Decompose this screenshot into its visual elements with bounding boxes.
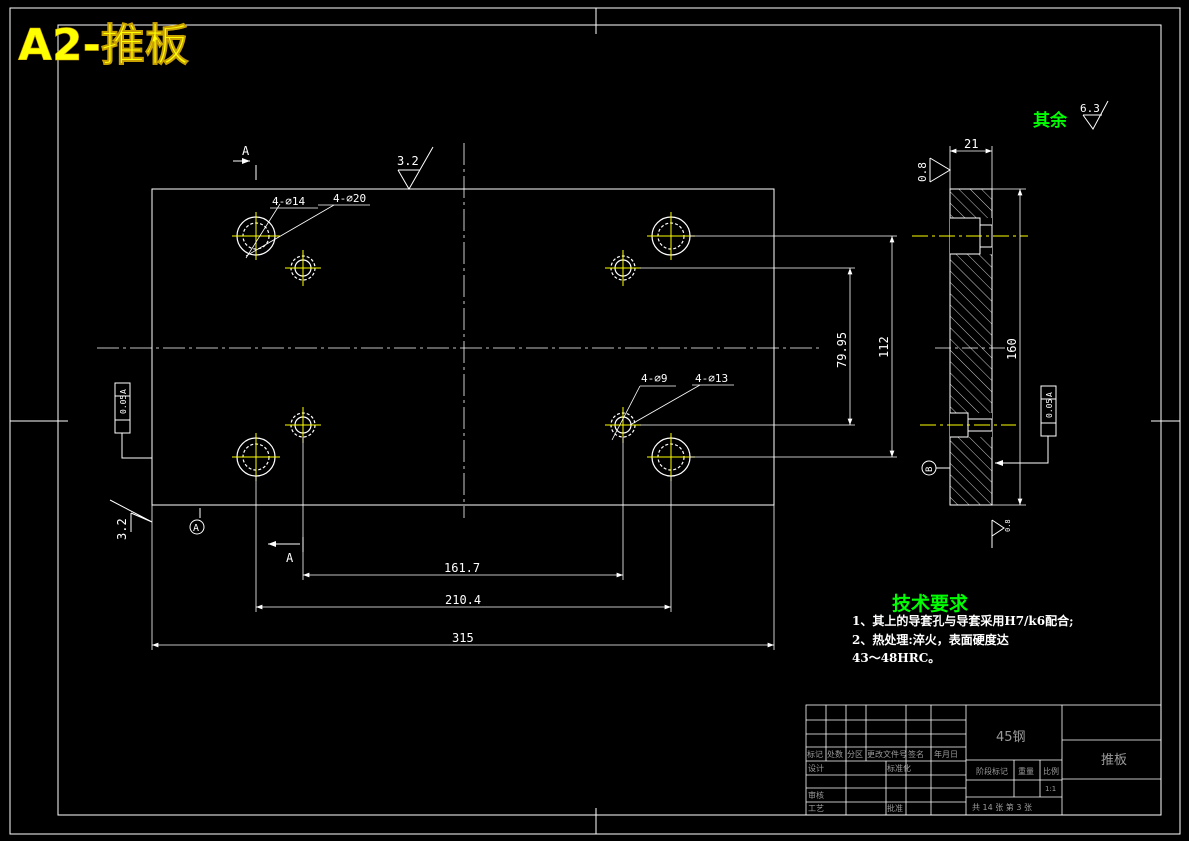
sheet-title: A2-推板	[18, 20, 189, 71]
roughness-side-top	[929, 157, 951, 183]
tb-part-name: 推板	[1101, 753, 1127, 768]
callout-hole-20: 4-∅20	[333, 192, 366, 205]
roughness-other-label: 其余	[1033, 110, 1068, 131]
hole-center-marks	[232, 212, 695, 481]
datum-a-symbol: A	[189, 519, 205, 535]
roughness-top-value: 3.2	[397, 154, 419, 168]
tech-line-1: 1、其上的导套孔与导套采用H7/k6配合;	[852, 613, 1074, 628]
roughness-left-value: 3.2	[115, 518, 129, 540]
tol-right-value: 0.05	[1045, 399, 1054, 418]
tol-left-value: 0.05	[119, 395, 128, 414]
tb-approve: 批准	[887, 803, 903, 813]
tb-label-count: 处数	[827, 749, 843, 759]
tech-line-2: 2、热处理:淬火，表面硬度达	[852, 632, 1009, 647]
tb-material: 45钢	[996, 730, 1026, 745]
tb-scale: 比例	[1043, 766, 1059, 776]
dim-21: 21	[964, 137, 978, 151]
callout-hole-14: 4-∅14	[272, 195, 305, 208]
tech-line-3: 43～48HRC。	[852, 651, 940, 665]
front-center-lines	[97, 143, 820, 518]
dim-160: 160	[1005, 338, 1019, 360]
datum-b-symbol: B	[921, 460, 950, 476]
title-block-text: 45钢 推板 标记 处数 分区 更改文件号 签名 年月日 设计 标准化 审核 工…	[807, 730, 1127, 813]
roughness-side-bottom	[991, 519, 1005, 548]
tb-label-sign: 签名	[908, 749, 924, 759]
svg-text:B: B	[925, 467, 935, 472]
sheet-border	[9, 7, 1181, 835]
roughness-top	[397, 146, 434, 191]
section-a-top: A	[242, 144, 250, 158]
callout-leaders	[245, 203, 734, 441]
tb-scale-value: 1:1	[1045, 785, 1056, 793]
roughness-other-symbol	[1082, 100, 1109, 130]
tol-left-datum: A	[119, 389, 128, 394]
callout-hole-13: 4-∅13	[695, 372, 728, 385]
tb-weight: 重量	[1018, 766, 1034, 776]
svg-text:A: A	[193, 523, 199, 534]
dim-161-7: 161.7	[444, 561, 480, 575]
tol-right-datum: A	[1045, 392, 1054, 397]
plate-outline	[151, 188, 775, 506]
tb-sheets: 共 14 张 第 3 张	[972, 802, 1032, 812]
dim-79-95: 79.95	[835, 332, 849, 368]
tb-design: 设计	[808, 763, 824, 773]
tb-label-date: 年月日	[934, 749, 958, 759]
roughness-side-top-value: 0.8	[916, 162, 929, 182]
tb-label-zone: 分区	[847, 750, 863, 759]
tb-review: 审核	[808, 790, 824, 800]
front-view	[151, 188, 775, 506]
tb-standardize: 标准化	[887, 763, 911, 773]
side-dims	[949, 146, 1026, 506]
horizontal-dims	[151, 437, 775, 650]
tech-heading: 技术要求	[892, 592, 969, 615]
tb-process: 工艺	[808, 804, 824, 813]
dim-210-4: 210.4	[445, 593, 481, 607]
holes	[236, 216, 691, 477]
tb-label-mark: 标记	[807, 749, 823, 759]
roughness-side-bottom-value: 0.8	[1004, 519, 1012, 532]
dim-112: 112	[877, 336, 891, 358]
title-block	[805, 704, 1162, 816]
side-view	[949, 188, 993, 506]
side-center-lines	[912, 235, 1028, 426]
tb-stage-mark: 阶段标记	[976, 766, 1008, 776]
tolerance-frame-right	[995, 385, 1057, 466]
tb-label-doc: 更改文件号	[867, 749, 907, 759]
tolerance-frame-left	[114, 382, 152, 459]
roughness-other-value: 6.3	[1080, 102, 1100, 115]
vertical-dims	[640, 235, 897, 458]
section-a-markers	[199, 158, 304, 552]
section-a-bottom: A	[286, 551, 294, 565]
callout-hole-9: 4-∅9	[641, 372, 668, 385]
dim-315: 315	[452, 631, 474, 645]
